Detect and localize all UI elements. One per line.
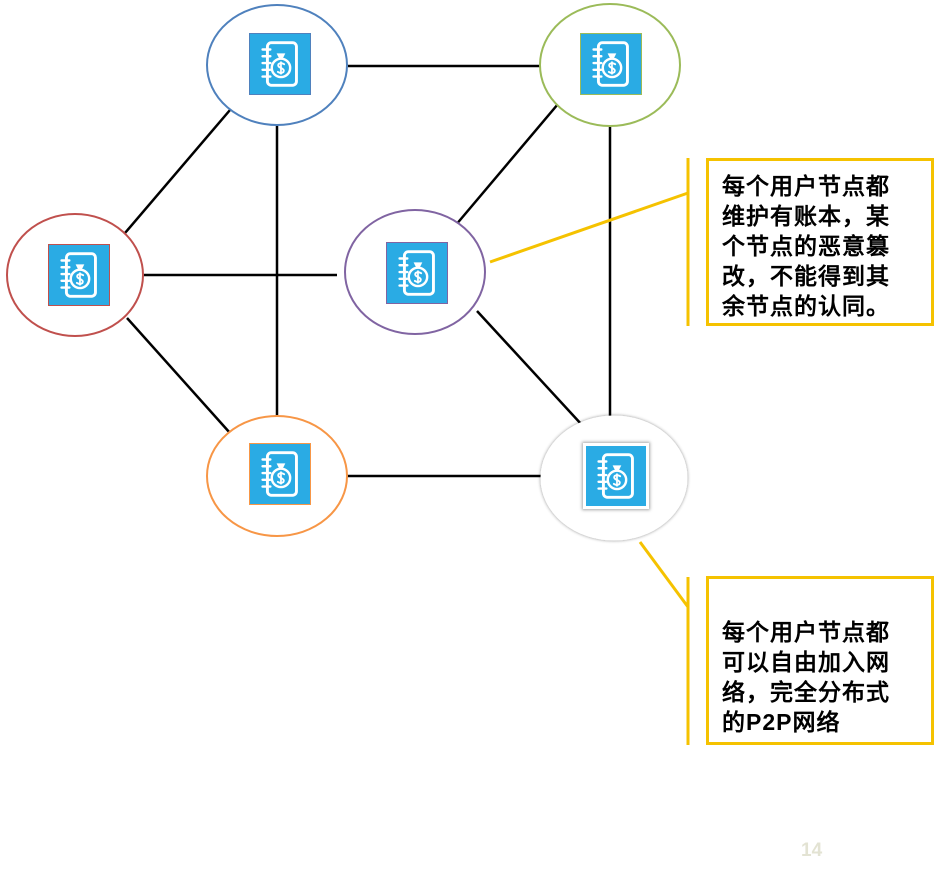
callout-text-line: 每个用户节点都 [722,619,890,645]
callout-connector [489,191,689,264]
edges [124,64,612,478]
ledger-icon [583,443,649,509]
ledger-icon [48,244,110,306]
callout-box-p2p: 每个用户节点都 可以自由加入网 络，完全分布式 的P2P网络 [706,576,934,745]
edge [454,103,559,227]
callout-text-line: 改，不能得到其 [722,263,890,289]
edge [126,317,231,434]
ledger-icon [249,33,311,95]
callout-box-ledger: 每个用户节点都 维护有账本，某 个节点的恶意篡 改，不能得到其 余节点的认同。 [706,158,934,326]
callout-text-line: 的P2P网络 [722,709,841,735]
edge [124,109,231,234]
edge [476,310,583,426]
callout-connector [638,541,690,608]
callout-text-line: 可以自由加入网 [722,649,890,675]
ledger-icon [580,33,642,95]
page-number: 14 [801,840,823,861]
callout-text-line: 络，完全分布式 [722,679,890,705]
ledger-icon [386,242,448,304]
callout-text-line: 每个用户节点都 [722,173,890,199]
callout-text-line: 余节点的认同。 [722,293,890,319]
callout-text-line: 维护有账本，某 [722,203,890,229]
callout-text-line: 个节点的恶意篡 [722,233,890,259]
ledger-icon [249,443,311,505]
